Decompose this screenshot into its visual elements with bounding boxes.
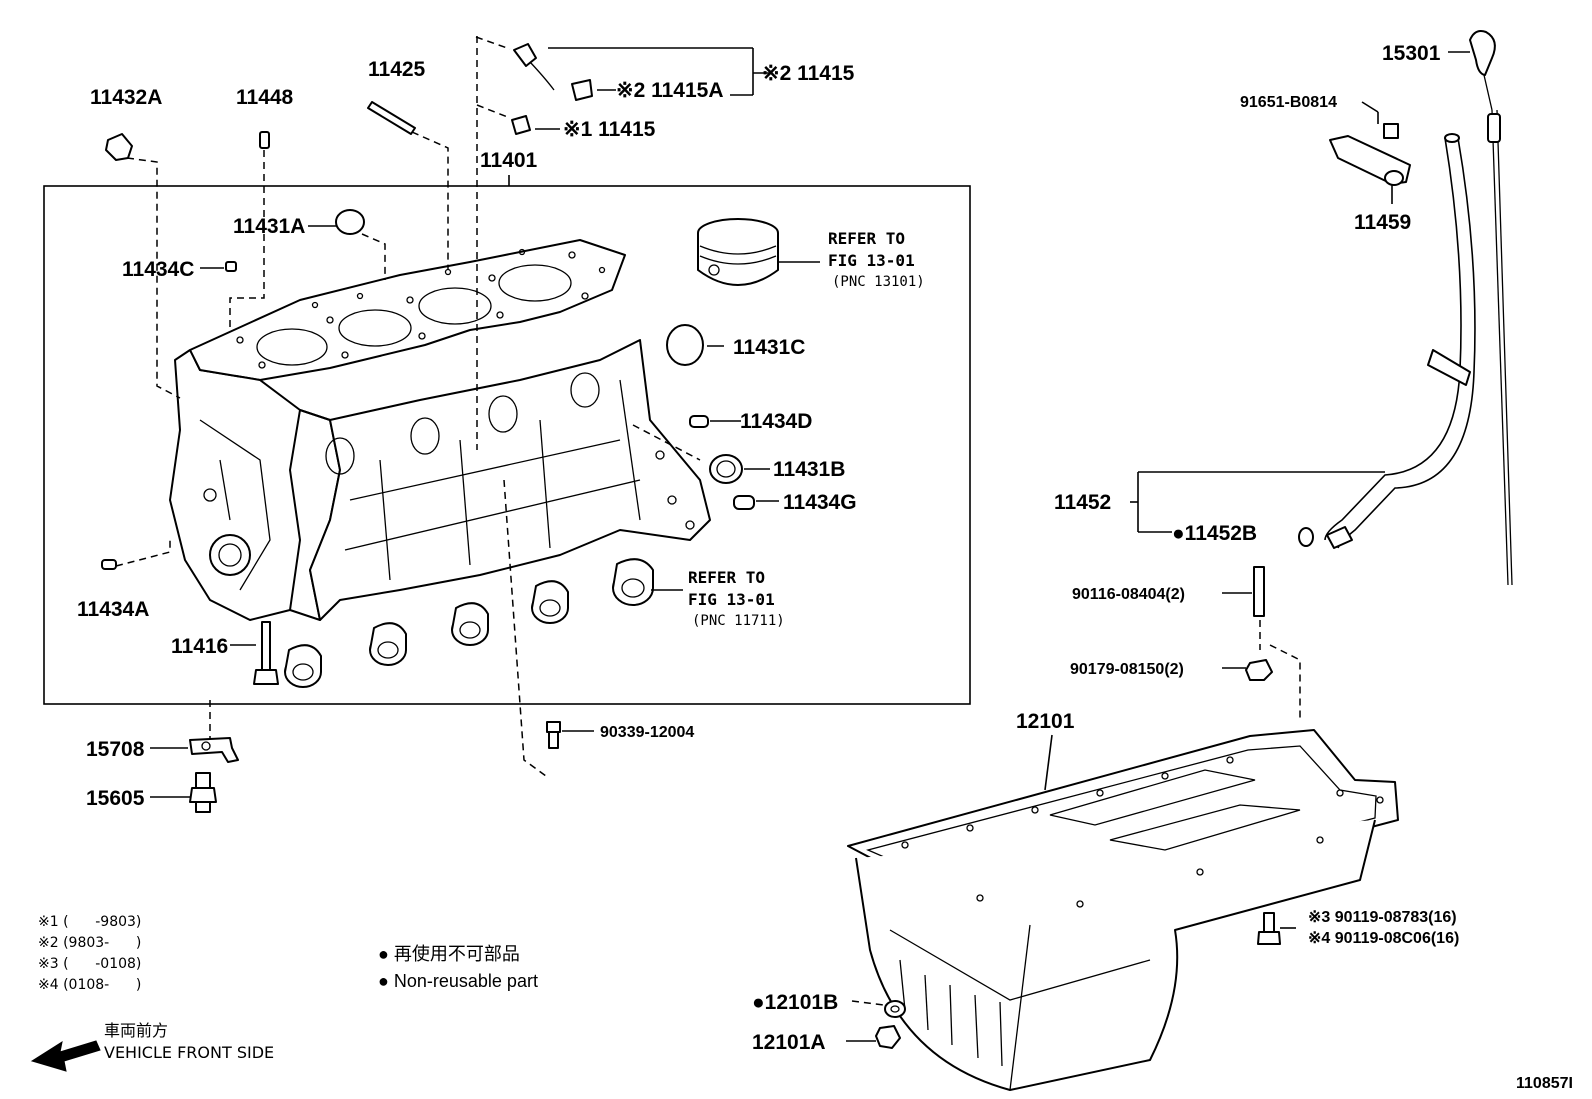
label-11425: 11425 <box>368 58 426 81</box>
label-12101B: ●12101B <box>752 991 838 1014</box>
part-number-labels: 11432A 11448 11425 ※2 11415 ※2 11415A ※1… <box>77 42 1459 1054</box>
piston-refer-line1: REFER TO <box>828 229 905 248</box>
drain-gasket <box>884 1000 906 1018</box>
crank-bearings <box>284 558 654 688</box>
legend-jp: ● 再使用不可部品 <box>378 944 520 964</box>
footnote-3: ※3 ( -0108) <box>38 956 141 972</box>
oil-pressure-switch <box>189 772 217 813</box>
bearing-refer-line1: REFER TO <box>688 568 765 587</box>
plug-90339 <box>546 721 561 749</box>
date-footnotes: ※1 ( -9803) ※2 (9803- ) ※3 ( -0108) ※4 (… <box>38 914 141 993</box>
cylinder-block-group-box <box>43 185 971 705</box>
piston-reference <box>697 218 779 286</box>
gauge-guide-bracket <box>1329 123 1411 186</box>
sensor-bracket <box>189 737 239 763</box>
label-11459: 11459 <box>1354 211 1411 234</box>
label-90116-08404: 90116-08404(2) <box>1072 586 1185 603</box>
block-small-parts <box>101 101 755 685</box>
label-15605: 15605 <box>86 787 145 810</box>
label-90339-12004: 90339-12004 <box>600 724 694 741</box>
piston-refer-line3: (PNC 13101) <box>832 274 925 290</box>
label-11431C: 11431C <box>733 336 805 359</box>
label-15301: 15301 <box>1382 42 1441 65</box>
cylinder-block <box>169 239 711 621</box>
oil-level-gauge-guide <box>1298 133 1476 549</box>
label-11401: 11401 <box>480 149 538 172</box>
label-11415-top: ※2 11415 <box>762 62 855 85</box>
figure-id: 110857I <box>1516 1075 1573 1092</box>
block-dashed-leaders <box>115 36 701 777</box>
label-12101: 12101 <box>1016 710 1075 733</box>
label-11431B: 11431B <box>773 458 845 481</box>
drain-plug <box>875 1025 901 1049</box>
label-12101A: 12101A <box>752 1031 826 1054</box>
label-11415-mid: ※1 11415 <box>563 118 656 141</box>
label-11448: 11448 <box>236 86 294 109</box>
label-11431A: 11431A <box>233 215 305 238</box>
label-90179-08150: 90179-08150(2) <box>1070 661 1184 678</box>
label-11434A: 11434A <box>77 598 149 621</box>
bearing-refer-note: REFER TO FIG 13-01 (PNC 11711) <box>688 568 785 629</box>
footnote-4: ※4 (0108- ) <box>38 977 141 993</box>
oil-pan-bolt <box>1257 912 1281 945</box>
footnote-1: ※1 ( -9803) <box>38 914 141 930</box>
footnote-2: ※2 (9803- ) <box>38 935 141 951</box>
label-11434D: 11434D <box>740 410 812 433</box>
label-11415A: ※2 11415A <box>616 79 724 102</box>
label-11452B: ●11452B <box>1172 522 1257 545</box>
piston-refer-line2: FIG 13-01 <box>828 251 915 270</box>
label-11416: 11416 <box>171 635 228 658</box>
bearing-refer-line2: FIG 13-01 <box>688 590 775 609</box>
label-90119-08C06: ※4 90119-08C06(16) <box>1308 930 1459 947</box>
oil-pan <box>847 729 1399 1091</box>
piston-refer-note: REFER TO FIG 13-01 (PNC 13101) <box>828 229 925 290</box>
oil-jet-parts <box>511 43 593 135</box>
label-91651-B0814: 91651-B0814 <box>1240 94 1337 111</box>
bearing-refer-line3: (PNC 11711) <box>692 613 785 629</box>
label-11434C: 11434C <box>122 258 194 281</box>
legend-en: ● Non-reusable part <box>378 971 538 991</box>
front-jp: 車両前方 <box>104 1021 168 1040</box>
front-en: VEHICLE FRONT SIDE <box>104 1043 274 1062</box>
non-reusable-legend: ● 再使用不可部品 ● Non-reusable part <box>378 944 538 991</box>
label-11434G: 11434G <box>783 491 857 514</box>
label-90119-08783: ※3 90119-08783(16) <box>1308 909 1457 926</box>
vehicle-front-indicator: 車両前方 VEHICLE FRONT SIDE <box>104 1021 274 1062</box>
label-15708: 15708 <box>86 738 145 761</box>
pan-stud-nut <box>1245 566 1301 718</box>
leader-lines <box>30 47 1470 1072</box>
oil-level-gauge <box>1469 30 1513 586</box>
label-11432A: 11432A <box>90 86 162 109</box>
label-11452: 11452 <box>1054 491 1111 514</box>
